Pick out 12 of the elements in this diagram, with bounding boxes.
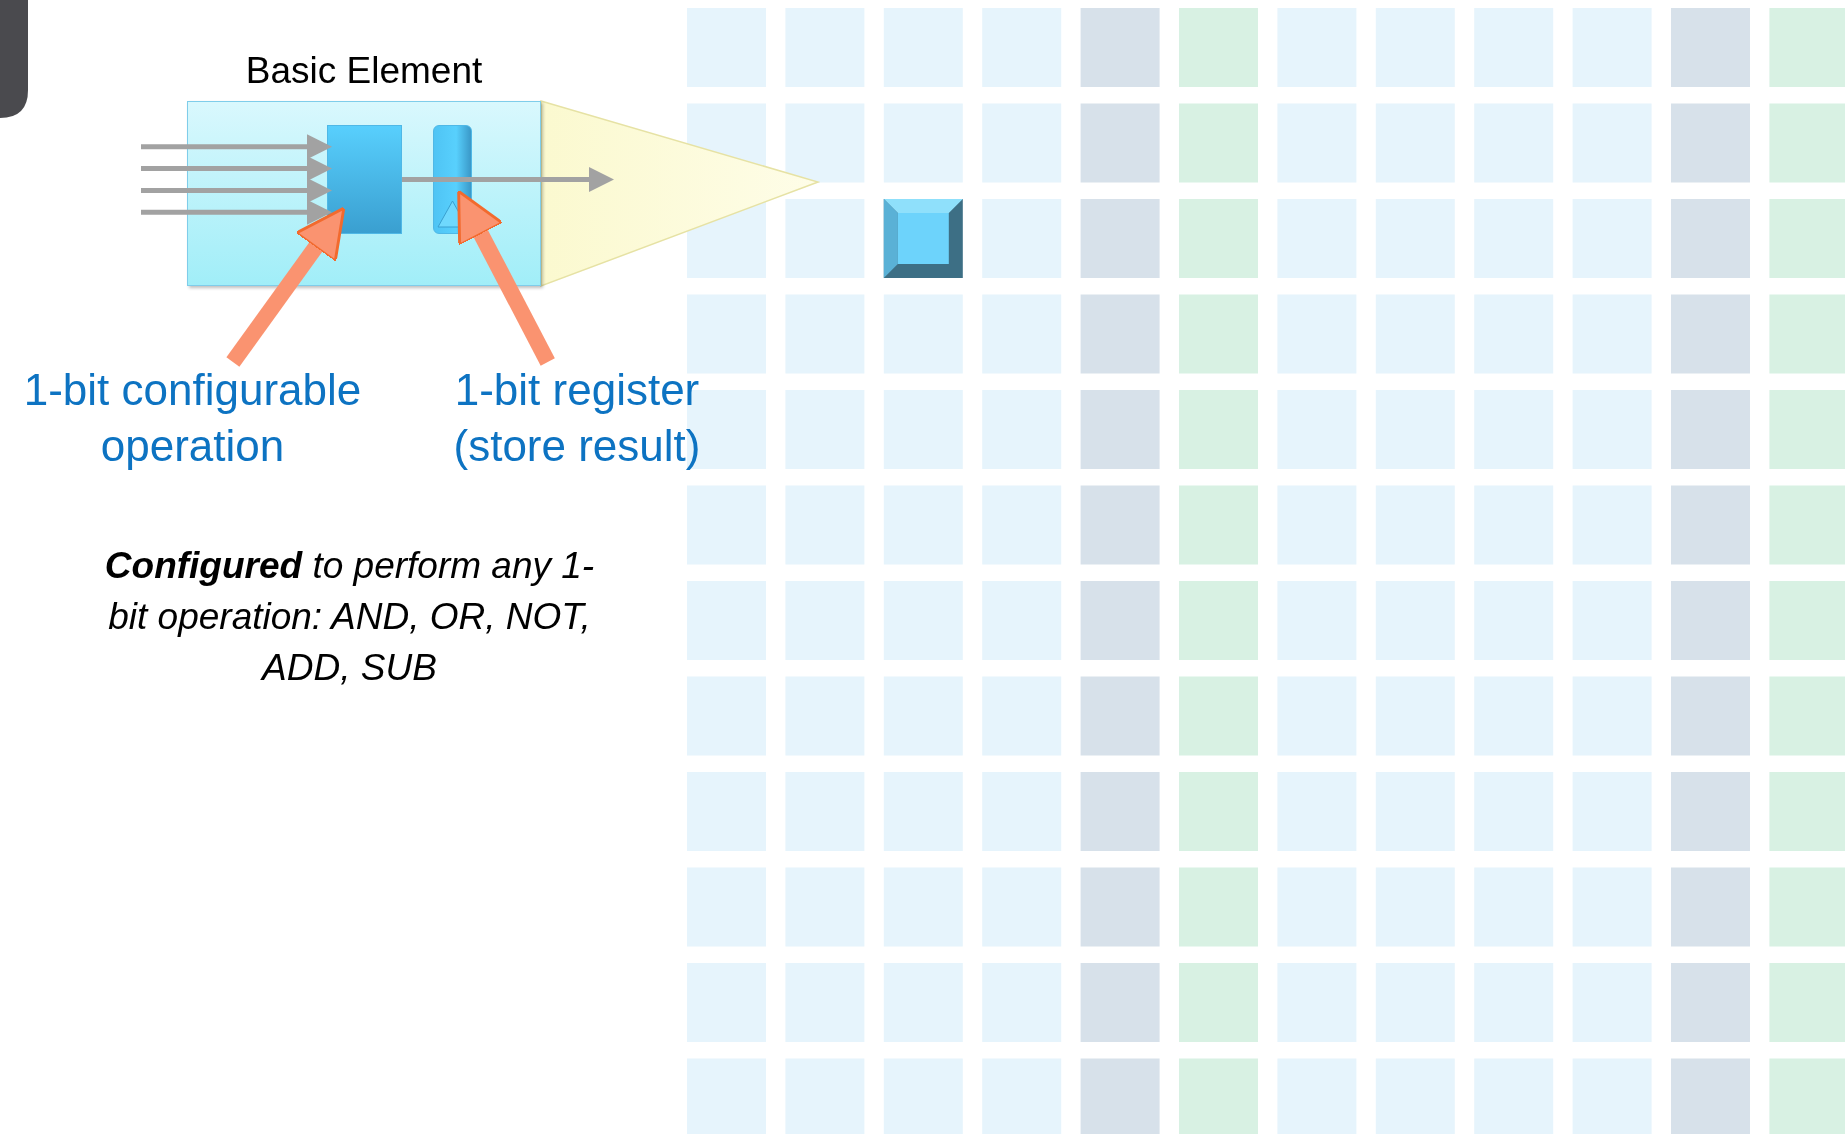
callout-label: 1-bit configurable operation [5,362,380,474]
note-text: Configured to perform any 1-bit operation: AND, OR, NOT, ADD, SUB [103,544,596,690]
signal-arrow [141,134,332,160]
logic-block [327,125,402,234]
box-title: Basic Element [244,49,484,93]
signal-arrow [141,199,332,225]
pointer-arrow [457,189,555,366]
signal-arrow [141,177,332,203]
signal-arrow [402,167,614,192]
pointer-arrow [226,206,346,367]
signal-arrow [141,156,332,182]
callout-label: 1-bit register (store result) [427,362,727,474]
